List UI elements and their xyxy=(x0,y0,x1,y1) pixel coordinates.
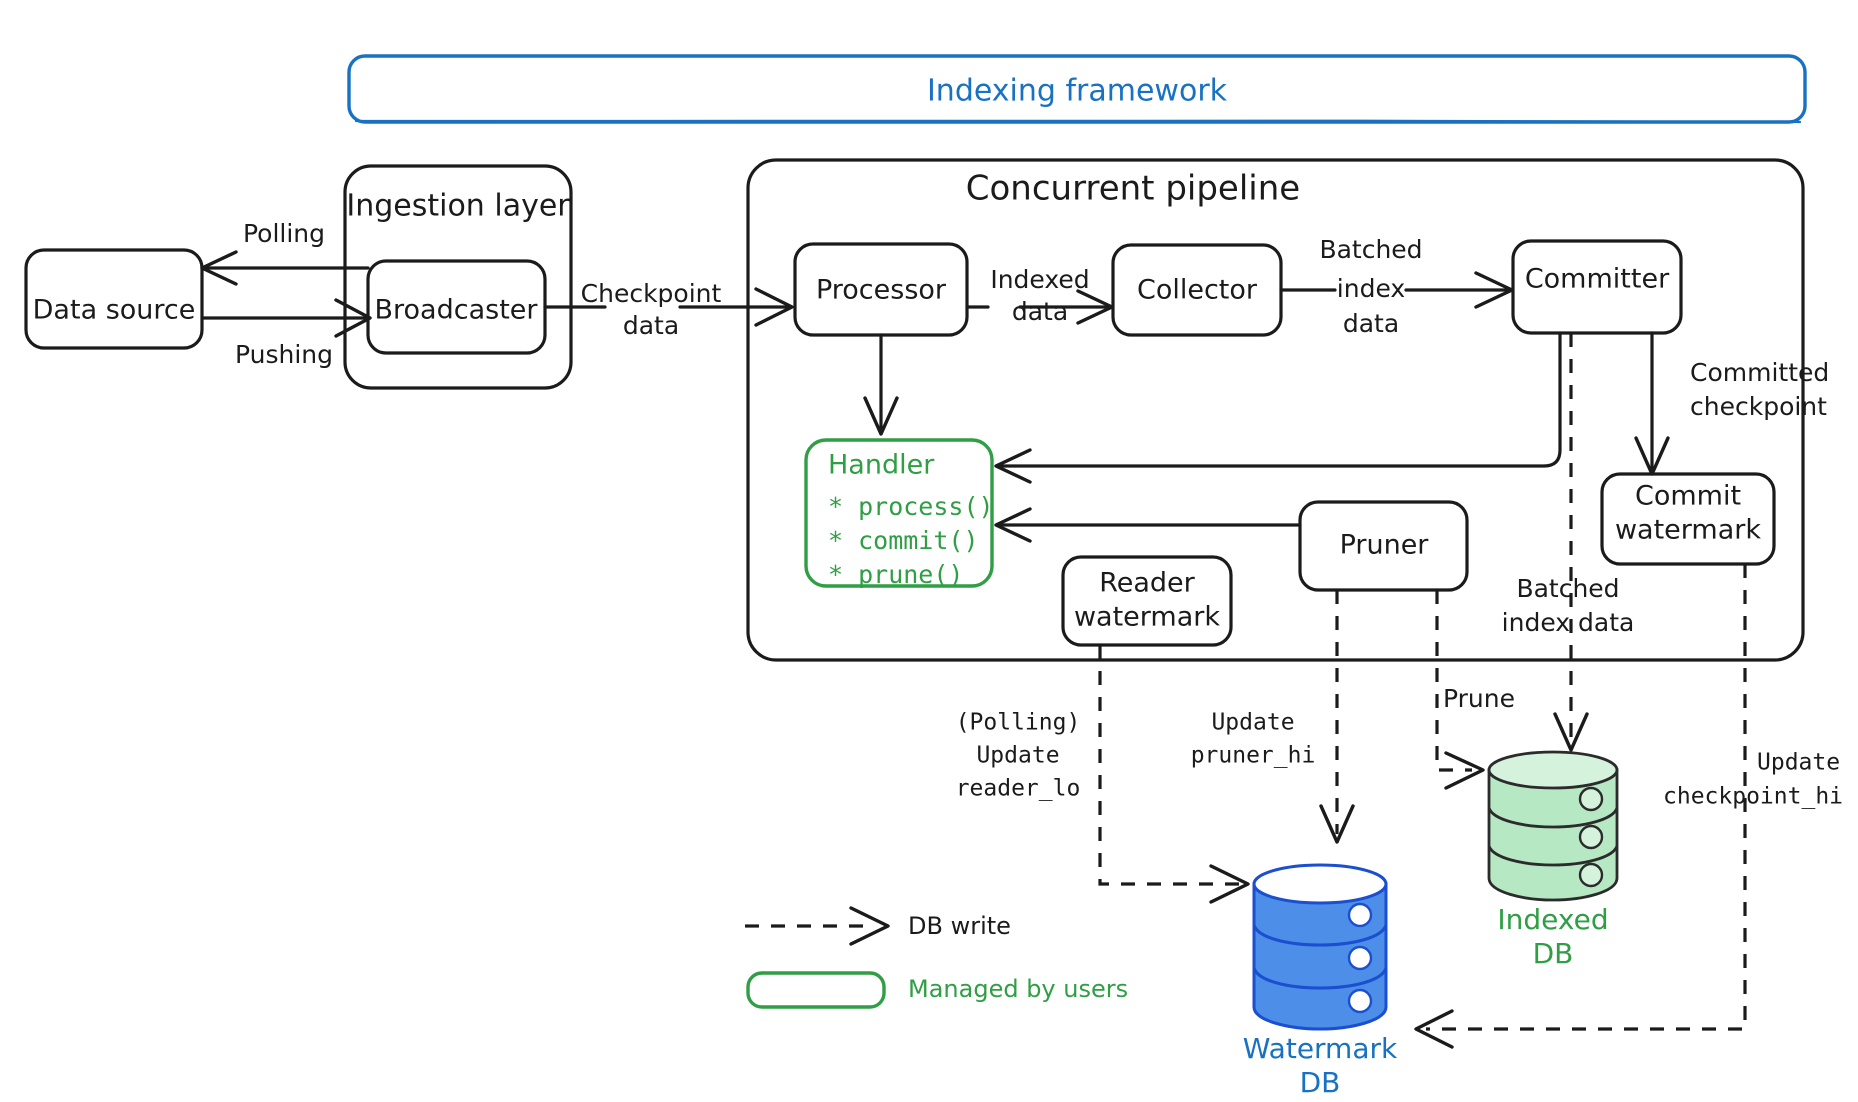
concurrent-pipeline-label: Concurrent pipeline xyxy=(966,169,1300,209)
batched-index-data-label-1: Batched xyxy=(1319,235,1422,264)
edge-indexed-data: Indexed data xyxy=(965,265,1114,326)
edge-commit-watermark-to-watermark-db: Update checkpoint_hi xyxy=(1414,564,1843,1049)
legend: DB write Managed by users xyxy=(745,906,1128,1009)
indexed-data-label-1: Indexed xyxy=(990,265,1089,294)
handler-method-prune: * prune() xyxy=(828,560,963,589)
processor-label: Processor xyxy=(816,275,947,306)
batched-index-data-label-2: index xyxy=(1337,274,1405,303)
legend-managed-by-users-label: Managed by users xyxy=(908,975,1128,1003)
legend-row-managed-by-users: Managed by users xyxy=(746,971,1128,1009)
edge-batched-index-data: Batched index data xyxy=(1279,235,1514,338)
reader-watermark-label-2: watermark xyxy=(1074,602,1220,633)
node-handler[interactable]: Handler * process() * commit() * prune() xyxy=(804,438,994,589)
prune-label: Prune xyxy=(1443,684,1515,713)
committed-checkpoint-label-1: Committed xyxy=(1690,358,1829,387)
database-watermark-db[interactable]: Watermark DB xyxy=(1243,863,1398,1099)
broadcaster-label: Broadcaster xyxy=(375,295,539,326)
indexed-db-label-2: DB xyxy=(1533,937,1574,970)
node-processor[interactable]: Processor xyxy=(793,242,969,337)
edge-processor-to-handler xyxy=(863,333,899,436)
pruner-label: Pruner xyxy=(1340,530,1430,561)
indexing-framework-banner: Indexing framework xyxy=(347,54,1807,124)
checkpoint-data-label-1: Checkpoint xyxy=(581,279,722,308)
commit-watermark-label-1: Commit xyxy=(1635,481,1741,512)
edge-pruner-to-watermark-db: Update pruner_hi xyxy=(1191,590,1355,844)
node-pruner[interactable]: Pruner xyxy=(1298,500,1469,592)
node-data-source[interactable]: Data source xyxy=(24,248,204,350)
update-checkpoint-label-1: Update xyxy=(1757,750,1840,776)
node-committer[interactable]: Committer xyxy=(1511,239,1683,335)
edge-committed-checkpoint: Committed checkpoint xyxy=(1634,331,1829,476)
batched-index-data-label-3: data xyxy=(1343,309,1399,338)
handler-method-commit: * commit() xyxy=(828,526,979,555)
node-collector[interactable]: Collector xyxy=(1111,243,1283,337)
collector-label: Collector xyxy=(1137,275,1258,306)
indexed-data-label-2: data xyxy=(1012,297,1068,326)
committer-label: Committer xyxy=(1525,264,1670,295)
handler-title: Handler xyxy=(828,450,935,481)
reader-watermark-label-1: Reader xyxy=(1099,568,1195,599)
pushing-label: Pushing xyxy=(235,340,333,369)
edge-committer-to-handler xyxy=(994,331,1562,484)
checkpoint-data-label-2: data xyxy=(623,311,679,340)
handler-method-process: * process() xyxy=(828,492,994,521)
banner-title: Indexing framework xyxy=(927,74,1228,109)
legend-row-db-write: DB write xyxy=(745,906,1011,946)
polling-update-label-1: (Polling) xyxy=(956,710,1081,736)
data-source-label: Data source xyxy=(33,295,196,326)
watermark-db-label-1: Watermark xyxy=(1243,1032,1398,1065)
polling-update-label-2: Update xyxy=(976,743,1059,769)
legend-db-write-label: DB write xyxy=(908,912,1011,940)
node-reader-watermark[interactable]: Reader watermark xyxy=(1061,555,1233,647)
ingestion-layer-label: Ingestion layer xyxy=(346,189,570,224)
polling-update-label-3: reader_lo xyxy=(956,776,1081,802)
committed-checkpoint-label-2: checkpoint xyxy=(1690,392,1827,421)
edge-polling: Polling xyxy=(200,219,370,286)
edge-prune-to-indexed-db: Prune xyxy=(1435,590,1515,790)
indexed-db-label-1: Indexed xyxy=(1497,903,1608,936)
update-checkpoint-label-2: checkpoint_hi xyxy=(1663,784,1843,810)
update-pruner-label-2: pruner_hi xyxy=(1191,743,1316,769)
update-pruner-label-1: Update xyxy=(1211,710,1294,736)
watermark-db-label-2: DB xyxy=(1300,1066,1341,1099)
edge-pushing: Pushing xyxy=(200,298,372,369)
batched-index-data2-label-2: index data xyxy=(1502,608,1635,637)
database-indexed-db[interactable]: Indexed DB xyxy=(1487,750,1619,970)
edge-reader-watermark-to-watermark-db: (Polling) Update reader_lo xyxy=(956,645,1250,904)
node-broadcaster[interactable]: Broadcaster xyxy=(366,259,547,355)
edge-pruner-to-handler xyxy=(994,507,1302,543)
node-commit-watermark[interactable]: Commit watermark xyxy=(1600,472,1776,566)
polling-label: Polling xyxy=(243,219,325,248)
edge-checkpoint-data: Checkpoint data xyxy=(543,279,794,340)
batched-index-data2-label-1: Batched xyxy=(1516,574,1619,603)
commit-watermark-label-2: watermark xyxy=(1615,515,1761,546)
edge-batched-index-data-to-indexed-db: Batched index data xyxy=(1502,333,1635,752)
